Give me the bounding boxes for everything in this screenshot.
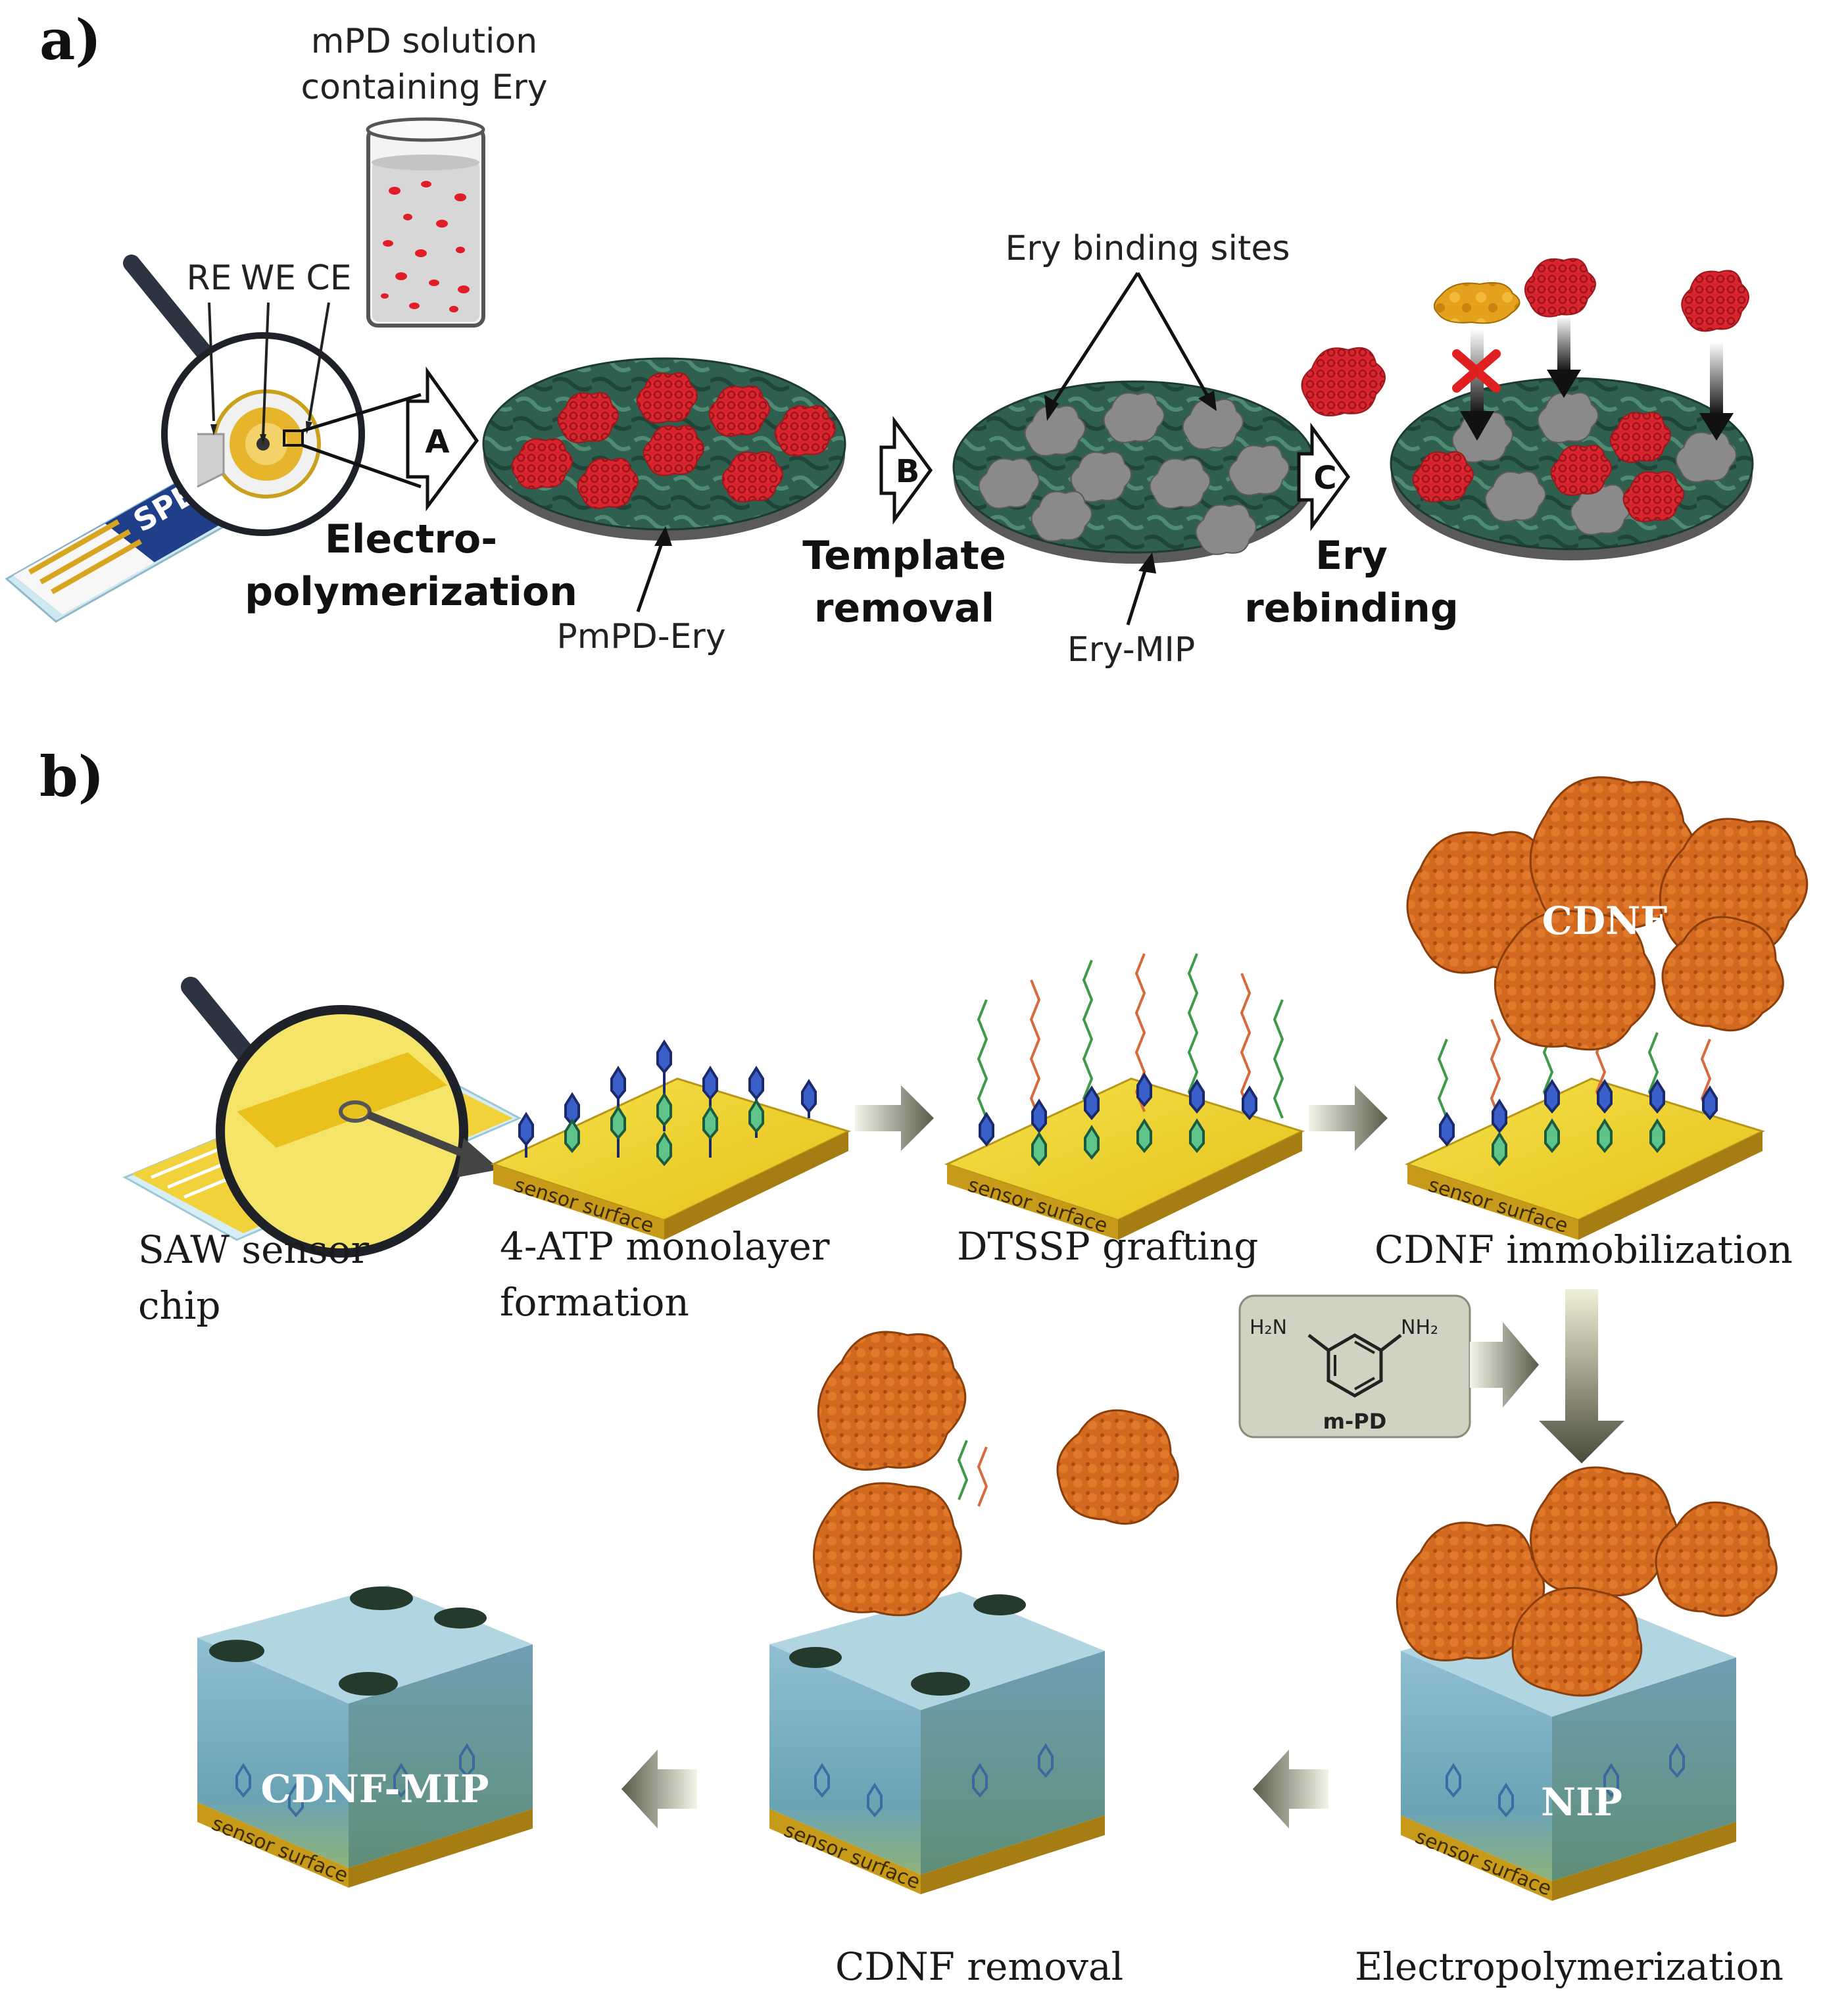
- saw-label-line1: SAW sensor: [138, 1227, 369, 1272]
- step-b-arrow: B: [879, 416, 933, 525]
- binding-sites-pointers: [1044, 272, 1217, 421]
- zoom-line-bottom: [302, 443, 422, 489]
- electropolymerization-label: Electropolymerization: [1355, 1944, 1784, 1989]
- atp-label-line2: formation: [500, 1280, 689, 1325]
- electro-label-line1: Electro-: [325, 516, 497, 562]
- dtssp-label: DTSSP grafting: [957, 1224, 1258, 1269]
- ery-drop-arrow-1: [1557, 316, 1570, 372]
- flow-arrow-down: [1539, 1289, 1624, 1463]
- flow-arrow-left-2: [621, 1750, 697, 1828]
- cube-nip: sensor surface NIP: [1396, 1466, 1778, 1901]
- ery-mip-pointer: [1126, 562, 1150, 626]
- nip-label: NIP: [1541, 1780, 1622, 1825]
- cdnf-label: CDNF: [1542, 898, 1668, 943]
- atp-label-line1: 4-ATP monolayer: [500, 1224, 830, 1269]
- disk-pmpd-ery: [482, 357, 846, 541]
- cdnf-protein-cluster: [1406, 776, 1809, 1051]
- saw-label-line2: chip: [138, 1283, 221, 1328]
- free-ery-molecule: [1301, 347, 1386, 416]
- surface-cdnf-immobilization: sensor surface: [1404, 776, 1809, 1240]
- flow-arrow-left-1: [1253, 1750, 1328, 1828]
- binding-sites-label: Ery binding sites: [1006, 229, 1290, 268]
- panel-b-label: b): [39, 744, 104, 809]
- binding-cavities: [978, 392, 1290, 555]
- mpd-nh2-label: NH₂: [1401, 1316, 1438, 1339]
- pmpd-ery-label: PmPD-Ery: [556, 617, 725, 656]
- saw-sensor-chip: [122, 977, 522, 1258]
- cube-cdnf-mip: sensor surface CDNF-MIP: [197, 1585, 533, 1888]
- surface-atp-monolayer: sensor surface: [490, 1039, 852, 1240]
- step-c-letter: C: [1313, 460, 1336, 497]
- template-label-line2: removal: [814, 585, 994, 631]
- step-b-letter: B: [896, 453, 920, 490]
- disk-ery-mip: [952, 380, 1317, 564]
- mpd-structure-box: H₂N NH₂ m-PD: [1238, 1294, 1471, 1438]
- ery-mip-label: Ery-MIP: [1067, 630, 1195, 670]
- electrode-label-ce: CE: [306, 258, 351, 298]
- electro-label-line2: polymerization: [245, 569, 577, 615]
- solution-label-line2: containing Ery: [301, 68, 548, 107]
- ery-rebinding-line2: rebinding: [1244, 585, 1459, 631]
- ery-rebinding-line1: Ery: [1315, 533, 1388, 579]
- ery-drop-arrow-2: [1710, 342, 1723, 414]
- surface-dtssp: sensor surface: [944, 953, 1305, 1240]
- released-cdnf-proteins: [813, 1331, 1179, 1617]
- magnifier-icon: [123, 255, 365, 536]
- solution-label-line1: mPD solution: [311, 22, 538, 61]
- disk-rebinding: [1390, 377, 1754, 560]
- cdnf-mip-label: CDNF-MIP: [260, 1767, 489, 1811]
- mpd-h2n-label: H₂N: [1250, 1316, 1287, 1339]
- cdnf-removal-label: CDNF removal: [835, 1944, 1123, 1989]
- interferent-molecule: [1433, 282, 1520, 324]
- blocked-cross-icon: [1452, 349, 1501, 393]
- flow-arrow-2: [1309, 1085, 1388, 1151]
- mpd-label: m-PD: [1323, 1409, 1387, 1434]
- panel-a-label: a): [39, 7, 101, 72]
- ery-drop-molecule-2: [1681, 270, 1749, 332]
- ery-drop-molecule-1: [1524, 258, 1596, 318]
- electrode-label-re: RE: [187, 258, 232, 298]
- electrode-label-we: WE: [241, 258, 296, 298]
- template-label-line1: Template: [802, 533, 1006, 579]
- pmpd-pointer: [636, 535, 666, 612]
- beaker-icon: [366, 117, 485, 328]
- cube-cdnf-removal: sensor surface: [769, 1331, 1179, 1894]
- cdnf-immobilization-label: CDNF immobilization: [1374, 1227, 1793, 1272]
- step-c-arrow: C: [1297, 422, 1351, 531]
- step-a-letter: A: [425, 424, 449, 460]
- mpd-arrow: [1470, 1322, 1539, 1408]
- flow-arrow-1: [855, 1085, 934, 1151]
- saw-magnifier-handle: [181, 977, 260, 1069]
- ery-molecules: [511, 372, 836, 509]
- saw-magnifier-icon: [216, 1005, 468, 1258]
- step-a-arrow: A: [406, 366, 479, 512]
- zoom-line-top: [302, 393, 422, 433]
